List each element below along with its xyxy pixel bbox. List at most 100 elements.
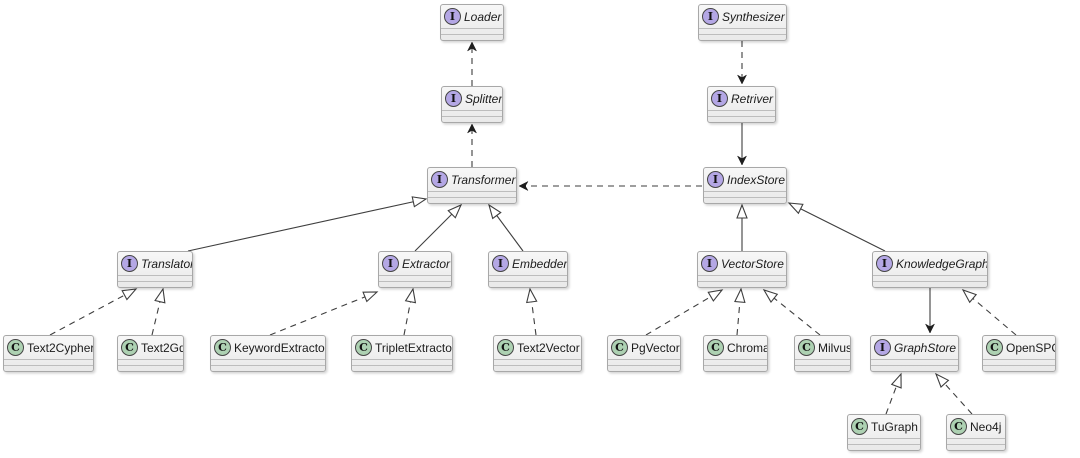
fields-compartment	[118, 359, 183, 365]
edge-neo4j-graphstore-realization	[934, 372, 973, 415]
interface-name-label: Splitter	[465, 91, 502, 106]
class-icon: C	[121, 339, 138, 356]
edge-pgvector-vectorstore-realization	[645, 289, 724, 336]
fields-compartment	[608, 359, 680, 365]
methods-compartment	[442, 116, 502, 122]
interface-name-label: Loader	[464, 9, 502, 24]
class-icon: C	[950, 418, 967, 435]
methods-compartment	[704, 365, 767, 371]
class-name-label: PgVector	[631, 340, 680, 355]
class-icon: C	[851, 418, 868, 435]
edge-keywordextractor-extractor-realization	[269, 291, 379, 336]
interface-icon: I	[711, 90, 728, 107]
interface-name-label: Transformer	[451, 172, 516, 187]
fields-compartment	[441, 28, 503, 34]
edge-openspg-knowledgegraph-realization	[961, 289, 1017, 336]
edge-tripletextractor-extractor-realization	[403, 287, 417, 336]
methods-compartment	[871, 365, 958, 371]
methods-compartment	[379, 281, 451, 287]
methods-compartment	[441, 34, 503, 40]
fields-compartment	[873, 275, 987, 281]
node-header: COpenSPG	[983, 336, 1055, 359]
interface-icon: I	[445, 90, 462, 107]
interface-name-label: GraphStore	[894, 340, 957, 355]
class-icon: C	[497, 339, 514, 356]
interface-name-label: Translator	[141, 256, 192, 271]
methods-compartment	[118, 365, 183, 371]
fields-compartment	[704, 359, 767, 365]
edge-knowledgegraph-indexstore-inheritance	[787, 202, 886, 252]
methods-compartment	[983, 365, 1055, 371]
methods-compartment	[428, 197, 516, 203]
class-name-label: KeywordExtractor	[234, 340, 325, 355]
interface-icon: I	[444, 8, 461, 25]
class-icon: C	[707, 339, 724, 356]
fields-compartment	[795, 359, 850, 365]
fields-compartment	[489, 275, 567, 281]
interface-icon: I	[431, 171, 448, 188]
class-name-label: Neo4j	[970, 419, 1002, 434]
fields-compartment	[871, 359, 958, 365]
interface-icon: I	[874, 339, 891, 356]
methods-compartment	[848, 444, 920, 450]
fields-compartment	[428, 191, 516, 197]
edge-tugraph-graphstore-realization	[885, 372, 902, 415]
fields-compartment	[4, 359, 93, 365]
fields-compartment	[118, 275, 192, 281]
edge-text2cypher-translator-realization	[49, 288, 138, 336]
class-icon: C	[355, 339, 372, 356]
methods-compartment	[494, 365, 581, 371]
edge-embedder-transformer-inheritance	[488, 203, 524, 252]
class-icon: C	[7, 339, 24, 356]
methods-compartment	[211, 365, 325, 371]
fields-compartment	[352, 359, 452, 365]
interface-name-label: Embedder	[512, 256, 567, 271]
interface-icon: I	[121, 255, 138, 272]
edge-milvus-vectorstore-realization	[762, 289, 821, 336]
fields-compartment	[708, 110, 775, 116]
interface-name-label: Synthesizer	[722, 9, 785, 24]
class-icon: C	[214, 339, 231, 356]
methods-compartment	[699, 34, 786, 40]
fields-compartment	[699, 28, 786, 34]
fields-compartment	[698, 275, 786, 281]
methods-compartment	[118, 281, 192, 287]
class-icon: C	[611, 339, 628, 356]
interface-name-label: Extractor	[402, 256, 451, 271]
class-name-label: Text2Gql	[141, 340, 183, 355]
interface-name-label: KnowledgeGraph	[896, 256, 987, 271]
interface-icon: I	[876, 255, 893, 272]
methods-compartment	[873, 281, 987, 287]
interface-icon: I	[382, 255, 399, 272]
interface-name-label: VectorStore	[721, 256, 784, 271]
interface-icon: I	[707, 171, 724, 188]
interface-icon: I	[702, 8, 719, 25]
